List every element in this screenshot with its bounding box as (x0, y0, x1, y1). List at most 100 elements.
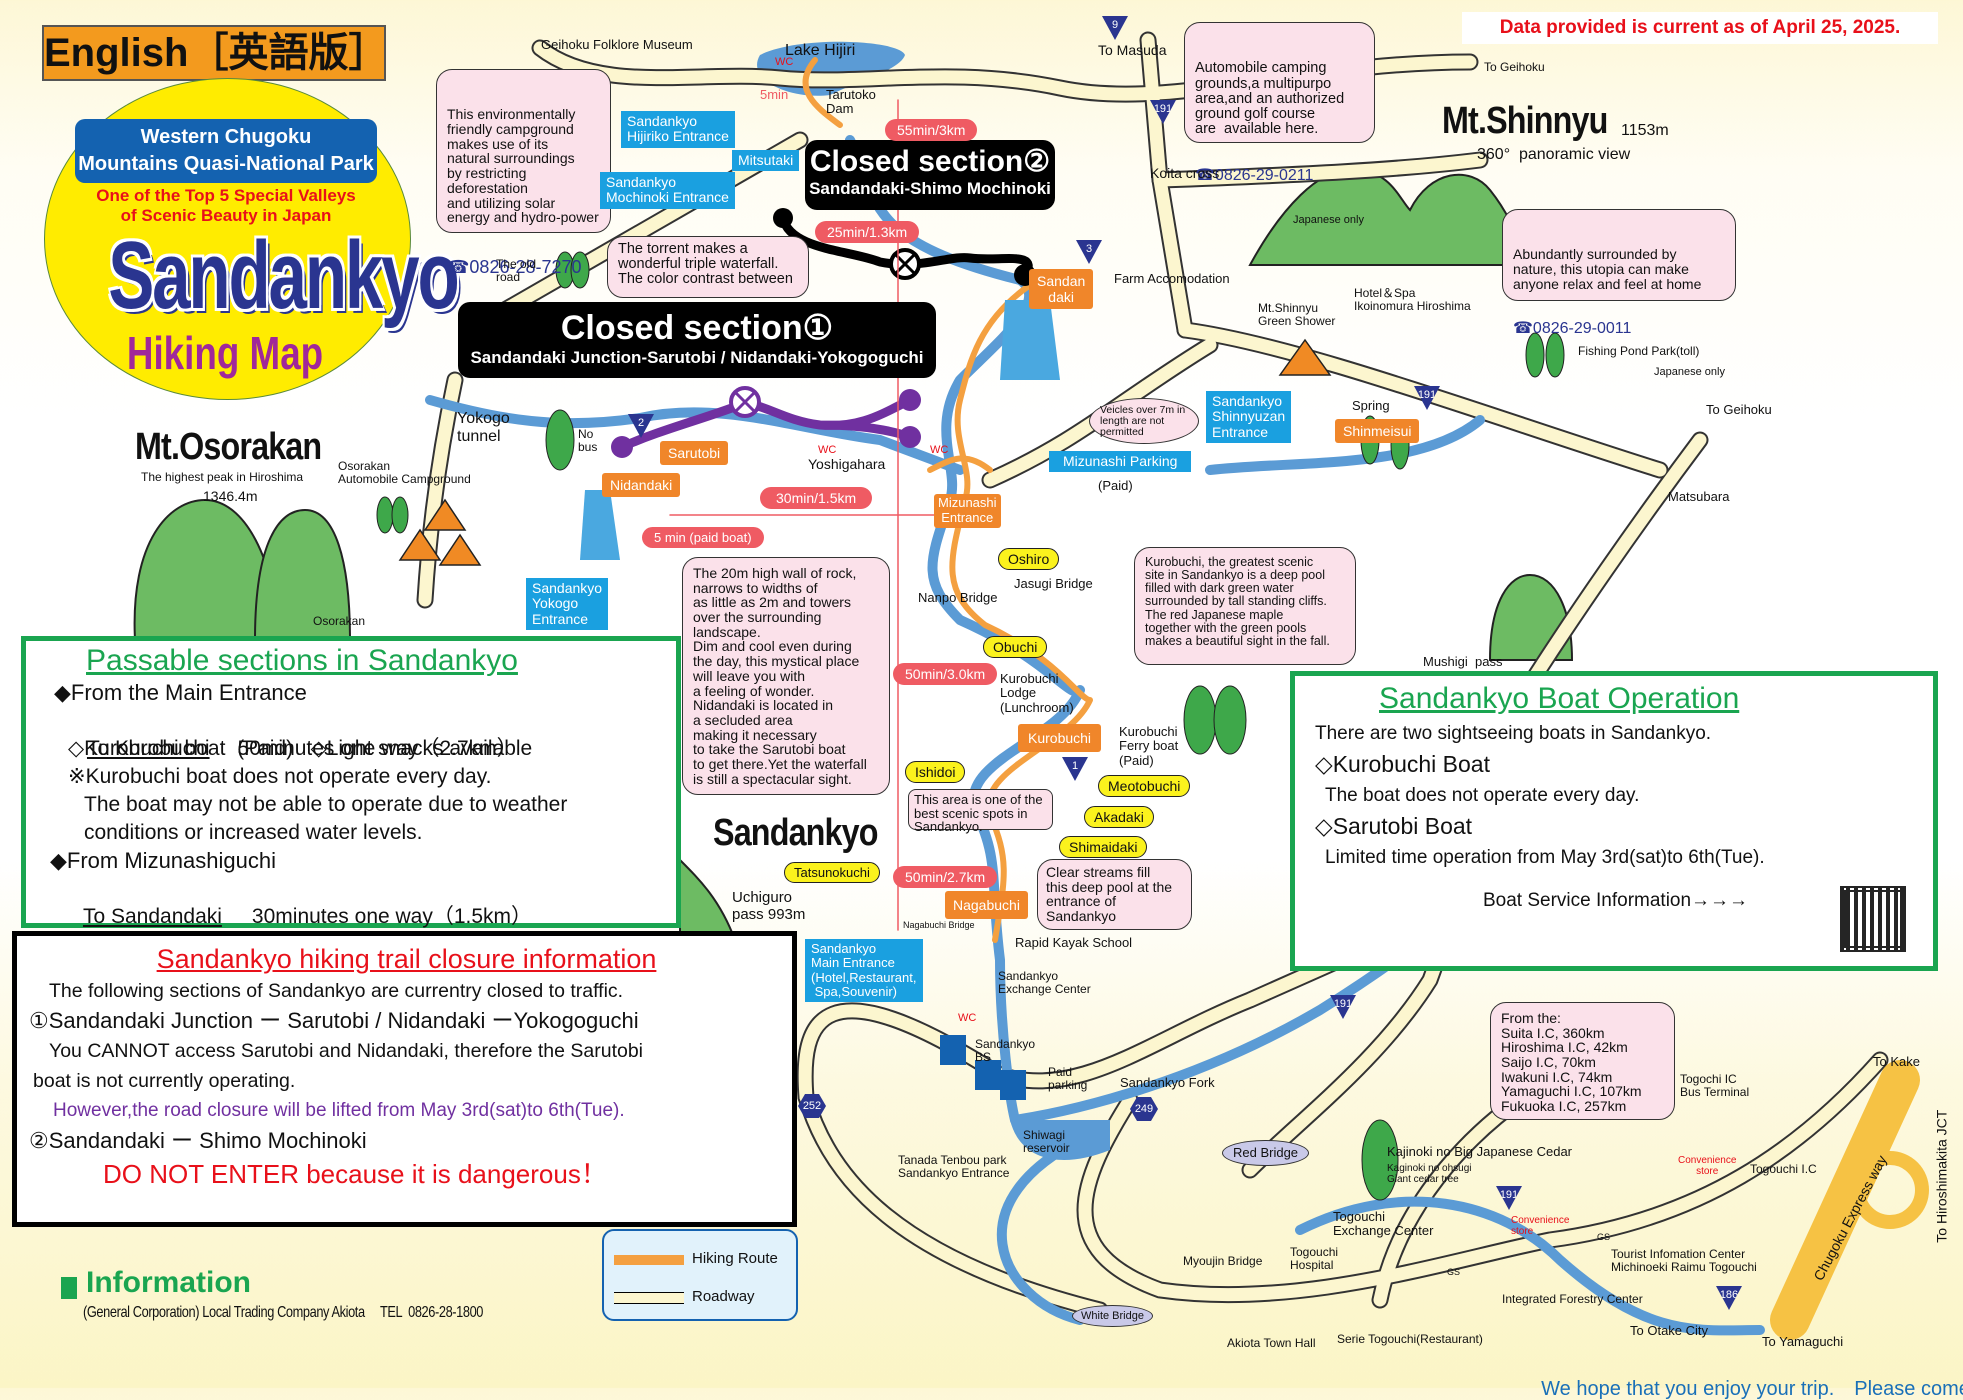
closed-section-1-banner: Closed section① Sandandaki Junction-Saru… (458, 302, 936, 378)
roadway-swatch (614, 1292, 684, 1304)
label-to-otake: To Otake City (1630, 1323, 1709, 1338)
spot-nagabuchi[interactable]: Nagabuchi (945, 891, 1028, 920)
label-tanada-tenbou: Tanada Tenbou park Sandankyo Entrance (898, 1153, 1010, 1181)
label-to-kake: To Kake (1873, 1054, 1920, 1069)
spot-oshiro[interactable]: Oshiro (998, 548, 1060, 570)
closure-section-1-note: boat is not currently operating. (33, 1070, 296, 1092)
callout-text: This environmentally friendly campground… (447, 106, 599, 226)
label-nagabuchi-bridge: Nagabuchi Bridge (903, 920, 975, 930)
label-yoshigahara: Yoshigahara (808, 456, 886, 472)
sandandaki-row: To Sandandaki 30minutes one way（1.5km） (54, 875, 676, 928)
legend-hiking: Hiking Route (692, 1250, 778, 1267)
callout-kurobuchi: Kurobuchi, the greatest scenic site in S… (1134, 547, 1356, 665)
closed-section-2-banner: Closed section② Sandandaki-Shimo Mochino… (805, 140, 1055, 210)
label-red-bridge[interactable]: Red Bridge (1222, 1140, 1310, 1167)
spot-akadaki[interactable]: Akadaki (1084, 806, 1154, 828)
label-sandankyo-fork: Sandankyo Fork (1120, 1075, 1215, 1090)
time-30min: 30min/1.5km (760, 487, 873, 509)
label-akiota-town-hall: Akiota Town Hall (1227, 1336, 1316, 1350)
spot-obuchi[interactable]: Obuchi (983, 636, 1048, 658)
label-hotel-spa: Hotel＆Spa Ikoinomura Hiroshima (1354, 286, 1471, 314)
time-50min-2-7km: 50min/2.7km (893, 866, 998, 888)
closed-section-title: Closed section② (809, 145, 1051, 178)
label-white-bridge[interactable]: White Bridge (1072, 1305, 1153, 1328)
spot-tatsunokuchi[interactable]: Tatsunokuchi (784, 862, 880, 883)
label-bus-terminal: Togochi IC Bus Terminal (1680, 1072, 1750, 1100)
label-kajinoki-cedar: Kajinoki no Big Japanese Cedar (1387, 1144, 1573, 1159)
spot-shimaidaki[interactable]: Shimaidaki (1059, 836, 1148, 858)
mt-shinnyu-note: 360° panoramic view (1477, 146, 1631, 163)
data-notice: Data provided is current as of April 25,… (1462, 12, 1938, 44)
boat-note: ※Kurobuchi boat does not operate every d… (68, 765, 492, 788)
spot-shinmeisui[interactable]: Shinmeisui (1335, 419, 1420, 444)
mt-osorakan-note: The highest peak in Hiroshima (141, 470, 304, 484)
closure-section-2: ②Sandandaki ー Shimo Mochinoki (29, 1128, 367, 1153)
to-sandandaki-link[interactable]: To Sandandaki (82, 905, 222, 928)
mizunashi-parking[interactable]: Mizunashi Parking (1049, 451, 1192, 473)
closure-intro: The following sections of Sandankyo are … (49, 980, 624, 1002)
waterfall-icons (580, 300, 1060, 560)
label-kurobuchi-ferry: Kurobuchi Ferry boat (Paid) (1119, 724, 1179, 768)
label-paid: (Paid) (1098, 478, 1133, 493)
tagline: One of the Top 5 Special Valleys of Scen… (75, 186, 377, 226)
spot-meotobuchi[interactable]: Meotobuchi (1098, 775, 1191, 797)
label-osorakan-campground: Osorakan Automobile Campground (338, 459, 471, 487)
sandandaki-time: 30minutes one way（1.5km） (251, 905, 533, 928)
route-252-hex: 252 (798, 1094, 826, 1118)
label-forestry-center: Integrated Forestry Center (1502, 1292, 1643, 1306)
wc-icon: WC (958, 1012, 977, 1024)
callout-utopia: Abundantly surrounded by nature, this ut… (1502, 209, 1736, 378)
sarutobi-boat-note: Limited time operation from May 3rd(sat)… (1325, 847, 1765, 868)
from-main-entrance: ◆From the Main Entrance (54, 680, 307, 705)
spot-ishidoi[interactable]: Ishidoi (905, 761, 966, 783)
label-kaginoki-ohsugi: Kaginoki no ohsugi Giant cedar tree (1387, 1163, 1472, 1185)
entrance-mochinoki[interactable]: Sandankyo Mochinoki Entrance (600, 172, 735, 209)
wc-icon: WC (930, 444, 949, 456)
closed-section-subtitle: Sandandaki-Shimo Mochinoki (809, 179, 1051, 198)
sandankyo-area-name: Sandankyo (713, 812, 879, 854)
label-to-hiroshimakita: To Hiroshimakita JCT (1933, 1109, 1950, 1243)
legend-roadway: Roadway (692, 1288, 755, 1305)
label-old-road: The old road (496, 257, 537, 285)
parking-icons (940, 1035, 1026, 1100)
spot-sarutobi[interactable]: Sarutobi (660, 441, 729, 466)
spot-kurobuchi[interactable]: Kurobuchi (1018, 724, 1102, 753)
entrance-hijiriko[interactable]: Sandankyo Hijiriko Entrance (621, 111, 735, 148)
label-jasugi-bridge: Jasugi Bridge (1014, 576, 1093, 591)
park-name-banner: Western Chugoku Mountains Quasi-National… (75, 119, 377, 183)
label-nanpo-bridge: Nanpo Bridge (918, 590, 998, 605)
time-50min-3km: 50min/3.0km (893, 663, 998, 685)
spot-mizunashi-entrance[interactable]: Mizunashi Entrance (934, 494, 1001, 528)
spot-sandandaki[interactable]: Sandan daki (1029, 269, 1094, 310)
boat-service-link[interactable]: Boat Service Information→→→ (1483, 890, 1749, 911)
callout-clear-streams: Clear streams fill this deep pool at the… (1037, 859, 1192, 930)
entrance-yokogo[interactable]: Sandankyo Yokogo Entrance (526, 578, 609, 631)
mt-shinnyu-height: 1153m (1621, 122, 1669, 139)
kurobuchi-boat-title: ◇Kurobuchi Boat (1315, 751, 1490, 777)
entrance-shinnyuzan[interactable]: Sandankyo Shinnyuzan Entrance (1206, 391, 1292, 444)
boat-title: Sandankyo Boat Operation (1379, 682, 1740, 715)
closure-section-1-note: You CANNOT access Sarutobi and Nidandaki… (49, 1040, 644, 1062)
to-kurobuchi-link[interactable]: To Kurobuchi (86, 737, 210, 760)
entrance-main[interactable]: Sandankyo Main Entrance (Hotel,Restauran… (805, 939, 923, 1003)
gas-station-icon: GS (1447, 1267, 1461, 1277)
label-green-shower: Mt.Shinnyu Green Shower (1258, 301, 1336, 329)
label-paid-parking: Paid parking (1048, 1065, 1088, 1093)
spot-nidandaki[interactable]: Nidandaki (602, 473, 681, 498)
label-togouchi-exchange: Togouchi Exchange Center (1333, 1209, 1434, 1239)
farewell-line: We hope that you enjoy your trip. (1541, 1378, 1835, 1400)
entrance-mitsutaki[interactable]: Mitsutaki (732, 150, 800, 172)
label-sandankyo-bs: Sandankyo BS (975, 1037, 1036, 1065)
qr-code[interactable] (1840, 886, 1906, 952)
label-rapid-kayak: Rapid Kayak School (1015, 935, 1133, 950)
from-mizunashi: ◆From Mizunashiguchi (50, 848, 276, 873)
label-geihoku-folklore-museum: Geihoku Folklore Museum (541, 37, 693, 52)
mountain-uchiguro-icon (679, 857, 737, 941)
label-mushigi-pass: Mushigi pass (1423, 654, 1503, 669)
map-subtitle: Hiking Map (126, 327, 324, 379)
kurobuchi-boat-note: The boat does not operate every day. (1325, 785, 1640, 806)
passable-title: Passable sections in Sandankyo (86, 644, 518, 677)
label-to-yamaguchi: To Yamaguchi (1762, 1334, 1844, 1349)
